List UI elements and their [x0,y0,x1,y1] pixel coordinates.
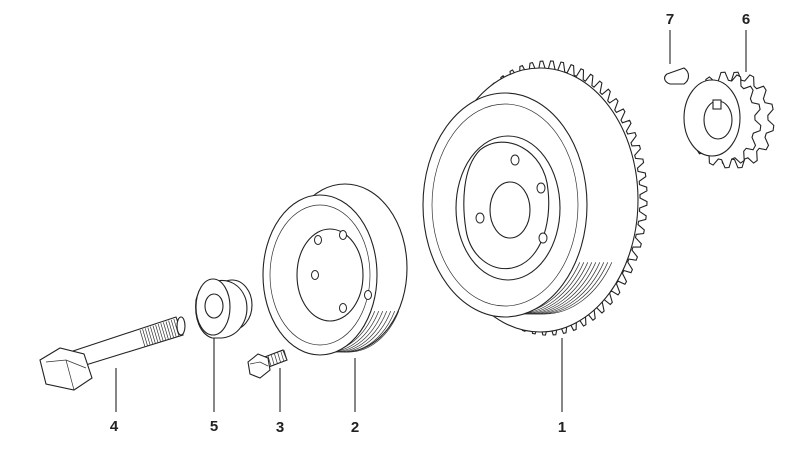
part-4-long-bolt [39,316,186,391]
label-part-1: 1 [558,419,566,436]
part-6-sprocket [683,71,775,169]
part-5-washer [195,278,253,339]
label-part-3: 3 [276,419,284,436]
label-part-2: 2 [351,419,359,436]
label-part-7: 7 [666,11,674,28]
label-part-4: 4 [110,418,119,435]
part-7-key [664,67,690,85]
part-1-vibration-damper [422,60,648,336]
label-part-5: 5 [210,418,218,435]
part-3-small-bolt [247,349,288,379]
label-part-6: 6 [742,11,750,28]
part-2-pulley [262,183,408,356]
